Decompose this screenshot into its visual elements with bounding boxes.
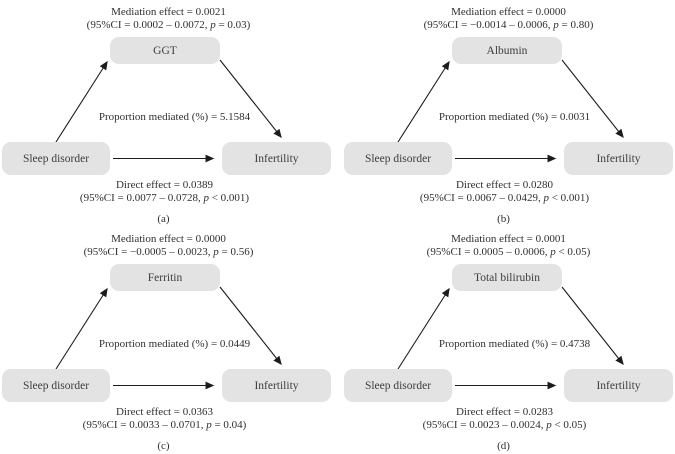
mediation-effect-text: Mediation effect = 0.0000 (95%CI = −0.00… xyxy=(342,6,675,32)
panel-label: (c) xyxy=(157,440,170,452)
proportion-mediated-text: Proportion mediated (%) = 5.1584 xyxy=(98,111,251,123)
mediation-effect-line: Mediation effect = 0.0001 xyxy=(451,233,566,245)
mediation-effect-text: Mediation effect = 0.0000 (95%CI = −0.00… xyxy=(0,233,337,259)
mediation-effect-line: Mediation effect = 0.0000 xyxy=(111,233,226,245)
outcome-box: Infertility xyxy=(222,142,331,175)
path-arrows xyxy=(397,59,624,163)
p-symbol: p xyxy=(206,419,212,431)
path-arrows xyxy=(55,286,282,390)
mediation-effect-line: Mediation effect = 0.0000 xyxy=(451,6,566,18)
ci-segment: (95%CI = 0.0005 – 0.0006, xyxy=(426,246,551,258)
arrow-mediator-to-outcome xyxy=(561,286,624,366)
direct-ci-line: (95%CI = 0.0033 – 0.0701, p = 0.04) xyxy=(0,419,333,432)
direct-effect-line: Direct effect = 0.0283 xyxy=(455,406,554,418)
ci-segment: (95%CI = 0.0023 – 0.0024, xyxy=(422,419,547,431)
proportion-mediated-text: Proportion mediated (%) = 0.4738 xyxy=(438,338,591,350)
ci-segment: = 0.56) xyxy=(218,246,254,258)
arrow-exposure-to-mediator xyxy=(55,287,108,370)
ci-segment: (95%CI = −0.0005 – 0.0023, xyxy=(83,246,214,258)
arrow-exposure-to-mediator xyxy=(397,287,450,370)
ci-segment: = 0.03) xyxy=(215,19,251,31)
mediator-box: GGT xyxy=(110,37,220,64)
path-arrows xyxy=(397,286,624,390)
proportion-mediated-text: Proportion mediated (%) = 0.0031 xyxy=(438,111,591,123)
direct-ci-line: (95%CI = 0.0023 – 0.0024, p < 0.05) xyxy=(338,419,671,432)
mediation-panel-c: Mediation effect = 0.0000 (95%CI = −0.00… xyxy=(0,227,337,454)
ci-segment: < 0.001) xyxy=(548,192,590,204)
ci-segment: = 0.04) xyxy=(211,419,247,431)
direct-effect-text: Direct effect = 0.0389 (95%CI = 0.0077 –… xyxy=(0,179,333,205)
outcome-box: Infertility xyxy=(564,142,673,175)
p-symbol: p xyxy=(550,246,556,258)
p-symbol: p xyxy=(546,419,552,431)
direct-effect-line: Direct effect = 0.0363 xyxy=(115,406,214,418)
outcome-box: Infertility xyxy=(564,369,673,402)
direct-ci-line: (95%CI = 0.0067 – 0.0429, p < 0.001) xyxy=(338,192,671,205)
direct-effect-text: Direct effect = 0.0280 (95%CI = 0.0067 –… xyxy=(338,179,671,205)
exposure-box: Sleep disorder xyxy=(344,369,452,402)
ci-segment: < 0.05) xyxy=(555,246,591,258)
mediation-panel-d: Mediation effect = 0.0001 (95%CI = 0.000… xyxy=(342,227,675,454)
p-symbol: p xyxy=(203,192,209,204)
panel-label: (d) xyxy=(497,440,510,452)
ci-segment: (95%CI = 0.0033 – 0.0701, xyxy=(82,419,207,431)
exposure-box: Sleep disorder xyxy=(344,142,452,175)
arrow-mediator-to-outcome xyxy=(219,59,282,139)
panel-label: (a) xyxy=(157,213,170,225)
direct-effect-text: Direct effect = 0.0283 (95%CI = 0.0023 –… xyxy=(338,406,671,432)
mediator-box: Ferritin xyxy=(110,264,220,291)
p-symbol: p xyxy=(213,246,219,258)
p-symbol: p xyxy=(210,19,216,31)
panel-label: (b) xyxy=(497,213,510,225)
ci-segment: (95%CI = 0.0067 – 0.0429, xyxy=(419,192,544,204)
mediation-effect-text: Mediation effect = 0.0001 (95%CI = 0.000… xyxy=(342,233,675,259)
mediation-ci-line: (95%CI = 0.0005 – 0.0006, p < 0.05) xyxy=(342,246,675,259)
mediation-ci-line: (95%CI = −0.0014 – 0.0006, p = 0.80) xyxy=(342,19,675,32)
arrow-mediator-to-outcome xyxy=(219,286,282,366)
mediator-box: Total bilirubin xyxy=(452,264,562,291)
mediator-box: Albumin xyxy=(452,37,562,64)
ci-segment: (95%CI = −0.0014 – 0.0006, xyxy=(423,19,554,31)
mediation-panel-b: Mediation effect = 0.0000 (95%CI = −0.00… xyxy=(342,0,675,227)
ci-segment: = 0.80) xyxy=(558,19,594,31)
mediation-effect-line: Mediation effect = 0.0021 xyxy=(111,6,226,18)
outcome-box: Infertility xyxy=(222,369,331,402)
arrow-exposure-to-mediator xyxy=(397,60,450,143)
mediation-effect-text: Mediation effect = 0.0021 (95%CI = 0.000… xyxy=(0,6,337,32)
ci-segment: (95%CI = 0.0077 – 0.0728, xyxy=(79,192,204,204)
ci-segment: (95%CI = 0.0002 – 0.0072, xyxy=(86,19,211,31)
ci-segment: < 0.05) xyxy=(551,419,587,431)
mediation-ci-line: (95%CI = −0.0005 – 0.0023, p = 0.56) xyxy=(0,246,337,259)
direct-ci-line: (95%CI = 0.0077 – 0.0728, p < 0.001) xyxy=(0,192,333,205)
proportion-mediated-text: Proportion mediated (%) = 0.0449 xyxy=(98,338,251,350)
mediation-ci-line: (95%CI = 0.0002 – 0.0072, p = 0.03) xyxy=(0,19,337,32)
arrow-mediator-to-outcome xyxy=(561,59,624,139)
ci-segment: < 0.001) xyxy=(208,192,250,204)
p-symbol: p xyxy=(553,19,559,31)
exposure-box: Sleep disorder xyxy=(2,369,110,402)
arrow-exposure-to-mediator xyxy=(55,60,108,143)
direct-effect-text: Direct effect = 0.0363 (95%CI = 0.0033 –… xyxy=(0,406,333,432)
direct-effect-line: Direct effect = 0.0280 xyxy=(455,179,554,191)
p-symbol: p xyxy=(543,192,549,204)
path-arrows xyxy=(55,59,282,163)
direct-effect-line: Direct effect = 0.0389 xyxy=(115,179,214,191)
mediation-panel-a: Mediation effect = 0.0021 (95%CI = 0.000… xyxy=(0,0,337,227)
exposure-box: Sleep disorder xyxy=(2,142,110,175)
